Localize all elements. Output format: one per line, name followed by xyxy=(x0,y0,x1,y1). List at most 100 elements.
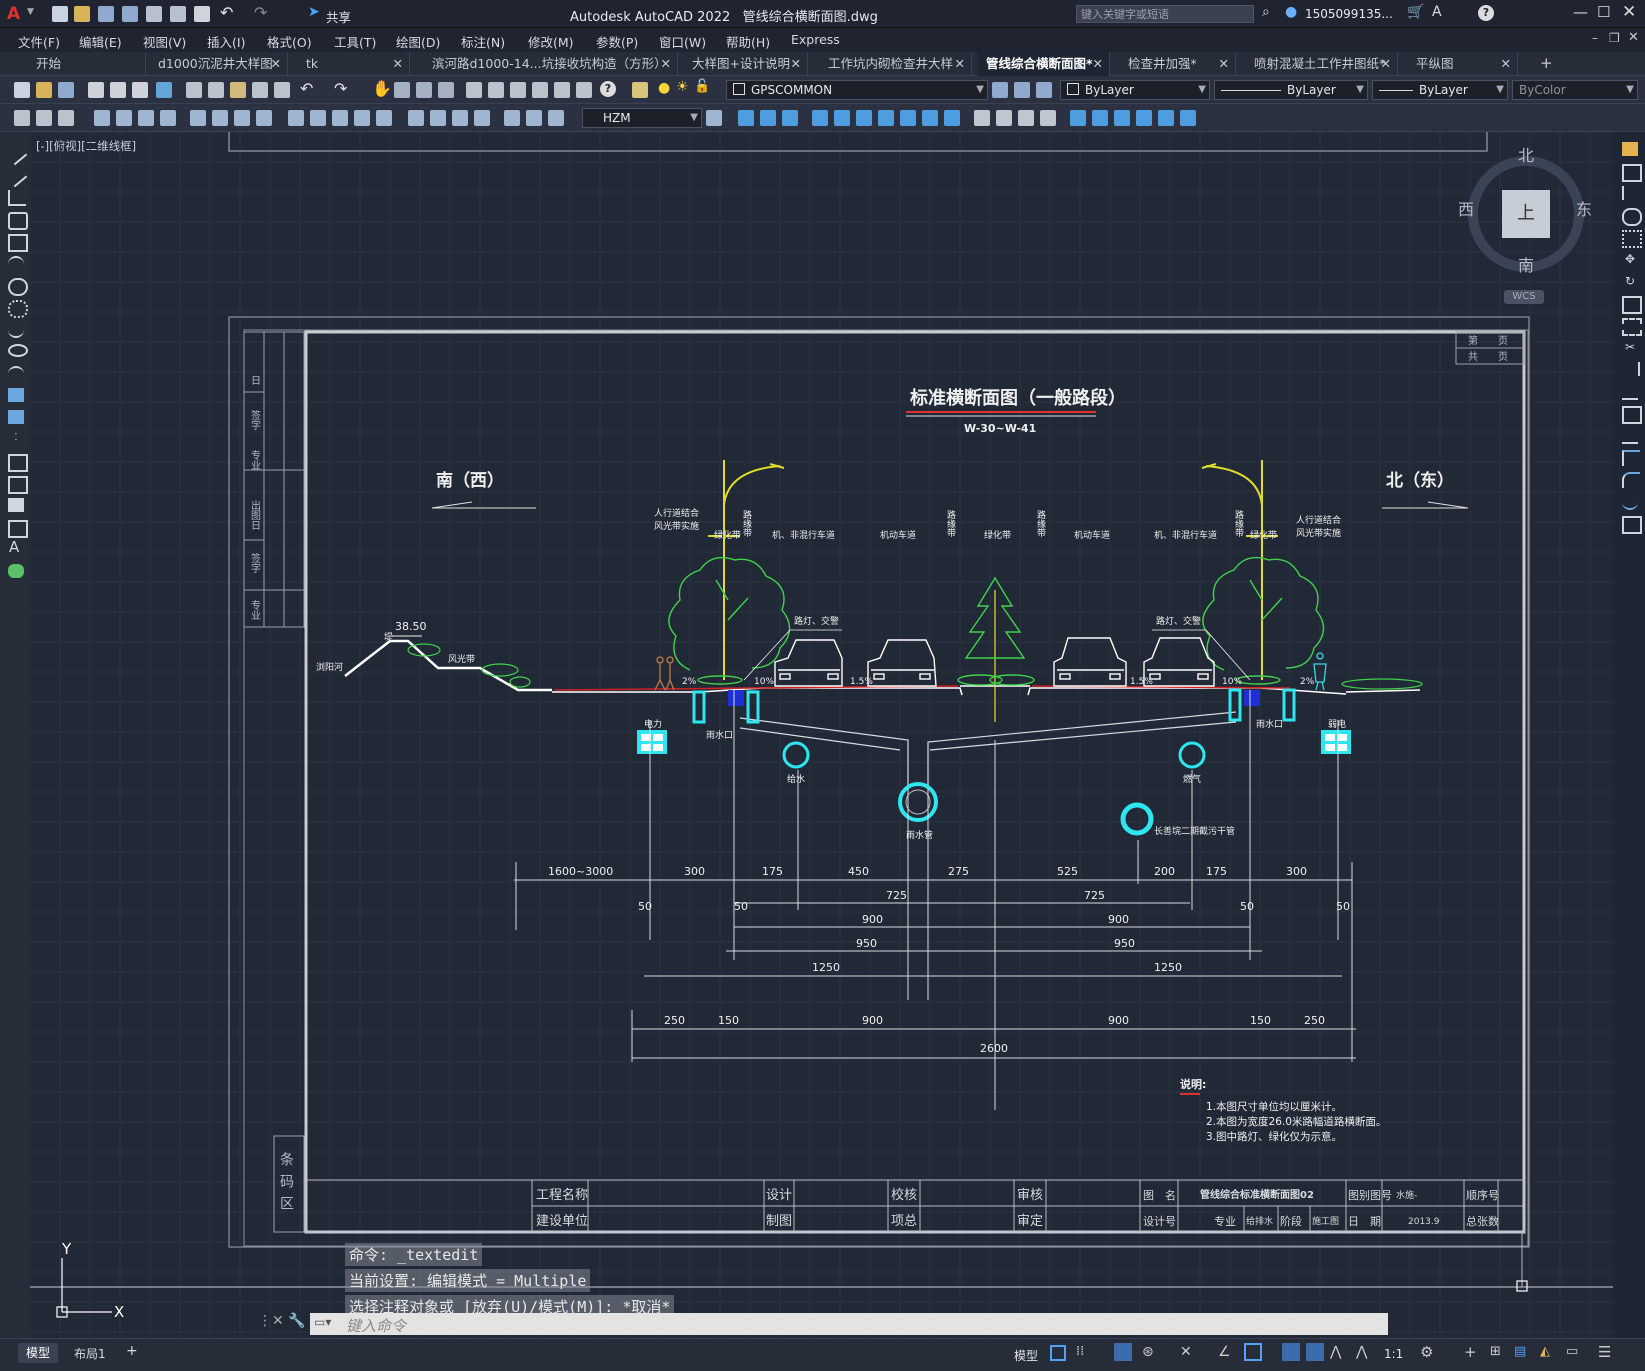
grid-icon[interactable] xyxy=(1050,1345,1066,1361)
layer-properties-icon[interactable] xyxy=(632,82,648,98)
blend-icon[interactable] xyxy=(1622,494,1638,510)
close-icon[interactable]: ✕ xyxy=(1622,2,1637,22)
add-layout-button[interactable]: + xyxy=(126,1343,138,1359)
tab-close-icon[interactable]: ✕ xyxy=(270,56,281,71)
viewport-controls[interactable]: [-][俯视][二维线框] xyxy=(36,139,137,153)
clean-screen-icon[interactable]: ☰ xyxy=(1598,1343,1612,1361)
sheetset-icon[interactable] xyxy=(532,82,548,98)
redo-icon[interactable]: ↷ xyxy=(254,3,268,22)
markup-icon[interactable] xyxy=(554,82,570,98)
make-block-icon[interactable] xyxy=(8,410,24,424)
qsaveas-icon[interactable] xyxy=(122,6,138,22)
share-icon[interactable]: ➤ xyxy=(308,4,320,20)
color-select[interactable]: ByLayer▼ xyxy=(1060,80,1210,100)
tolerance-icon[interactable] xyxy=(408,110,424,126)
share-button[interactable]: 共享 xyxy=(326,10,352,25)
linear-dim-icon[interactable] xyxy=(94,110,110,126)
user-name[interactable]: 1505099135... xyxy=(1305,7,1393,21)
command-grip-icon[interactable]: ⋮✕ xyxy=(258,1313,284,1329)
make-current-icon[interactable] xyxy=(992,82,1008,98)
model-tab[interactable]: 模型 xyxy=(18,1343,58,1363)
ordinate-dim-icon[interactable] xyxy=(160,110,176,126)
save-icon[interactable] xyxy=(58,82,74,98)
command-input[interactable]: ▭▾ 键入命令 xyxy=(310,1313,1388,1335)
customize-icon[interactable]: 🔧 xyxy=(288,1313,306,1329)
view-bottom-icon[interactable] xyxy=(834,110,850,126)
menu-help[interactable]: 帮助(H) xyxy=(726,35,771,50)
new-icon[interactable] xyxy=(14,82,30,98)
search-field[interactable]: 键入关键字或短语 xyxy=(1076,5,1254,23)
baseline-dim-icon[interactable] xyxy=(310,110,326,126)
jogged-dim-icon[interactable] xyxy=(212,110,228,126)
plotstyle-select[interactable]: ByColor▼ xyxy=(1512,80,1638,100)
jogged-linear-icon[interactable] xyxy=(474,110,490,126)
dim-break-icon[interactable] xyxy=(376,110,392,126)
chamfer-icon[interactable] xyxy=(1622,450,1640,466)
ortho-icon[interactable] xyxy=(1114,1343,1132,1361)
polyline-icon[interactable] xyxy=(8,190,26,206)
viewcube[interactable]: 上 xyxy=(1468,156,1584,272)
qplot-preview-icon[interactable] xyxy=(146,6,162,22)
object-snap-tracking-icon[interactable]: ∠ xyxy=(1218,1344,1231,1360)
command-prompt-icon[interactable]: ▭▾ xyxy=(314,1315,332,1329)
lineweight-icon[interactable] xyxy=(1282,1343,1300,1361)
undo-icon[interactable]: ↶ xyxy=(220,3,234,22)
arc-dim-icon[interactable] xyxy=(138,110,154,126)
menu-window[interactable]: 窗口(W) xyxy=(659,35,707,50)
menu-tools[interactable]: 工具(T) xyxy=(334,35,377,50)
textstyle-select[interactable]: HZM▼ xyxy=(582,108,702,128)
doc-restore-icon[interactable]: ❐ xyxy=(1609,31,1620,45)
annotation-monitor-icon[interactable]: + xyxy=(1464,1343,1477,1361)
minimize-icon[interactable]: — xyxy=(1573,3,1588,21)
polygon-icon[interactable] xyxy=(8,212,28,230)
toolbar-undo-icon[interactable]: ↶ xyxy=(300,79,314,98)
qopen-icon[interactable] xyxy=(74,6,90,22)
ellipse-arc-icon[interactable] xyxy=(8,366,24,382)
workspace-gear-icon[interactable]: ⚙ xyxy=(1420,1343,1434,1361)
matchprop-icon[interactable] xyxy=(252,82,268,98)
properties-icon[interactable] xyxy=(466,82,482,98)
search-icon[interactable]: ⌕ xyxy=(1262,4,1270,20)
frame-grip[interactable] xyxy=(1516,1280,1528,1292)
drawing-canvas[interactable]: [-][俯视][二维线框] 日 签字 专业 出图 日 签字 专业 条码区 xyxy=(30,132,1613,1338)
qnew-icon[interactable] xyxy=(52,6,68,22)
line-icon[interactable] xyxy=(4,142,28,166)
view-ne-icon[interactable] xyxy=(922,110,938,126)
isodraft-icon[interactable]: ✕ xyxy=(1180,1344,1192,1360)
mtext-icon[interactable]: A xyxy=(9,538,20,556)
gradient-icon[interactable] xyxy=(8,476,28,494)
menu-view[interactable]: 视图(V) xyxy=(143,35,187,50)
qprint-icon[interactable] xyxy=(194,6,210,22)
view-back-icon[interactable] xyxy=(856,110,872,126)
wcs-menu[interactable]: WCS xyxy=(1504,290,1544,304)
tab-start[interactable]: 开始 xyxy=(28,52,146,76)
stretch-icon[interactable] xyxy=(1622,318,1642,336)
doc-minimize-icon[interactable]: – xyxy=(1592,31,1598,45)
multileader-icon[interactable] xyxy=(58,110,74,126)
mirror-icon[interactable] xyxy=(1622,186,1640,200)
viewcube-north[interactable]: 北 xyxy=(1518,146,1535,165)
extend-icon[interactable] xyxy=(1622,362,1640,376)
tab-close-icon[interactable]: ✕ xyxy=(392,56,403,71)
dim-text-edit-icon[interactable] xyxy=(526,110,542,126)
radius-dim-icon[interactable] xyxy=(190,110,206,126)
view-nw-icon[interactable] xyxy=(944,110,960,126)
view-sw-icon[interactable] xyxy=(878,110,894,126)
menu-draw[interactable]: 绘图(D) xyxy=(396,35,441,50)
publish-icon[interactable] xyxy=(132,82,148,98)
ucs-object-icon[interactable] xyxy=(1158,110,1174,126)
tab-shotcrete[interactable]: 喷射混凝土工作井图纸*✕ xyxy=(1246,52,1398,76)
view-right-icon[interactable] xyxy=(812,110,828,126)
tab-pipeline-section[interactable]: 管线综合横断面图*✕ xyxy=(978,52,1110,76)
cart-icon[interactable]: 🛒 xyxy=(1407,4,1425,20)
quickcalc-icon[interactable] xyxy=(576,82,592,98)
offset-icon[interactable] xyxy=(1622,208,1642,226)
autoscale-icon[interactable]: ⋀ xyxy=(1330,1344,1342,1360)
layer-previous-icon[interactable] xyxy=(1014,82,1030,98)
units-icon[interactable]: ⊞ xyxy=(1490,1344,1501,1359)
dim-edit-icon[interactable] xyxy=(504,110,520,126)
center-mark-icon[interactable] xyxy=(430,110,446,126)
ucs-view-icon[interactable] xyxy=(1136,110,1152,126)
toolbar-help-icon[interactable]: ? xyxy=(600,81,616,97)
model-space-button[interactable]: 模型 xyxy=(1014,1349,1039,1363)
